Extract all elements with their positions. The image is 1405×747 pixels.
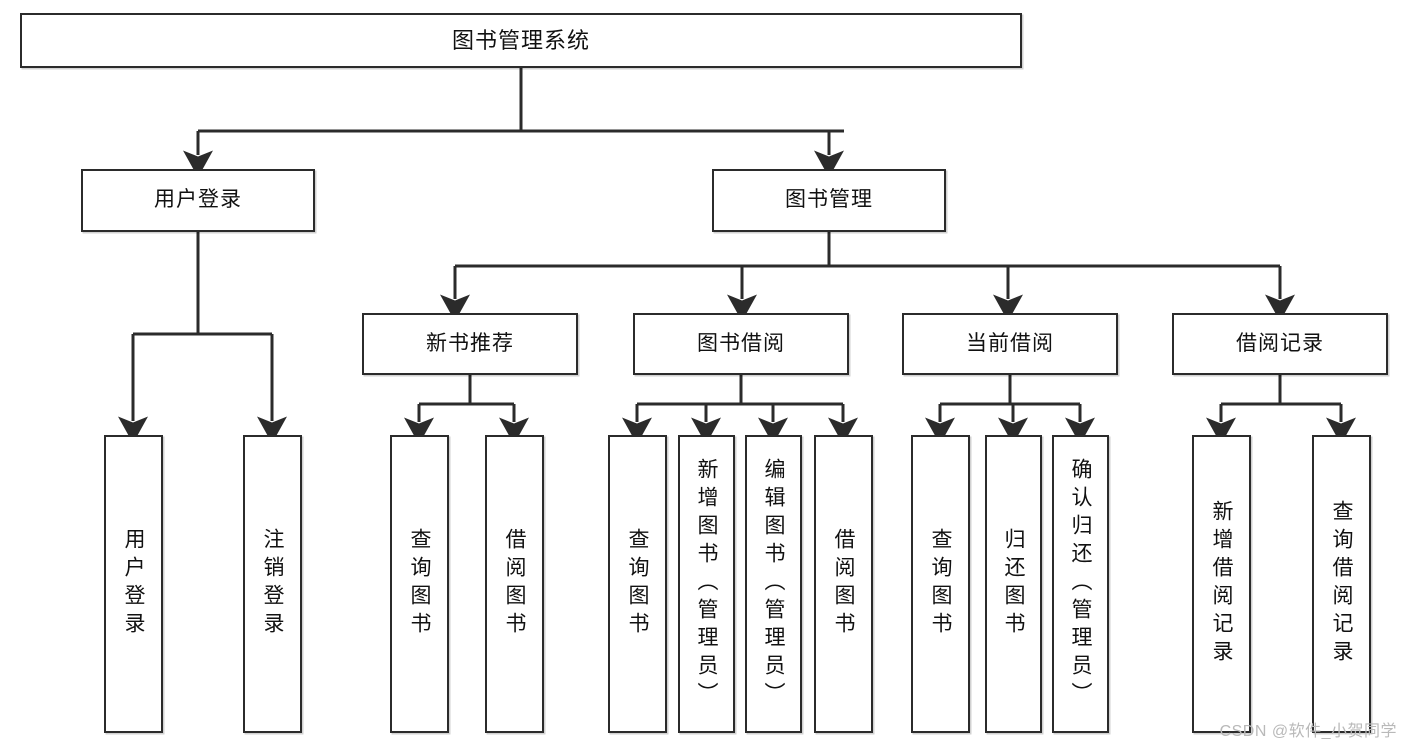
node-leaf-borrow-book-2[interactable]: 借阅图书	[814, 435, 873, 733]
node-user-login-label: 用户登录	[154, 188, 242, 212]
node-leaf-borrow-book-1[interactable]: 借阅图书	[485, 435, 544, 733]
node-leaf-user-login[interactable]: 用户登录	[104, 435, 163, 733]
node-current-borrow[interactable]: 当前借阅	[902, 313, 1118, 375]
node-root[interactable]: 图书管理系统	[20, 13, 1022, 68]
node-leaf-add-record[interactable]: 新增借阅记录	[1192, 435, 1251, 733]
node-book-borrow[interactable]: 图书借阅	[633, 313, 849, 375]
node-leaf-borrow-book-2-label: 借阅图书	[832, 528, 855, 640]
node-leaf-return-book-label: 归还图书	[1002, 528, 1025, 640]
node-borrow-record-label: 借阅记录	[1236, 331, 1324, 355]
node-leaf-logout[interactable]: 注销登录	[243, 435, 302, 733]
node-leaf-query-book-3-label: 查询图书	[929, 528, 952, 640]
node-leaf-query-book-3[interactable]: 查询图书	[911, 435, 970, 733]
node-leaf-edit-book-label: 编辑图书（管理员）	[762, 458, 785, 710]
node-leaf-add-book-label: 新增图书（管理员）	[695, 458, 718, 710]
node-user-login[interactable]: 用户登录	[81, 169, 315, 232]
node-leaf-query-record-label: 查询借阅记录	[1330, 500, 1353, 668]
node-leaf-query-record[interactable]: 查询借阅记录	[1312, 435, 1371, 733]
node-book-borrow-label: 图书借阅	[697, 331, 785, 355]
watermark: CSDN @软件_小贺同学	[1219, 723, 1397, 740]
node-borrow-record[interactable]: 借阅记录	[1172, 313, 1388, 375]
node-leaf-logout-label: 注销登录	[261, 528, 284, 640]
node-new-book-recommend[interactable]: 新书推荐	[362, 313, 578, 375]
node-leaf-confirm-return-label: 确认归还（管理员）	[1069, 458, 1092, 710]
node-book-manage[interactable]: 图书管理	[712, 169, 946, 232]
node-leaf-borrow-book-1-label: 借阅图书	[503, 528, 526, 640]
node-leaf-query-book-2[interactable]: 查询图书	[608, 435, 667, 733]
node-leaf-user-login-label: 用户登录	[122, 528, 145, 640]
node-new-book-recommend-label: 新书推荐	[426, 331, 514, 355]
node-leaf-return-book[interactable]: 归还图书	[985, 435, 1042, 733]
node-leaf-query-book-1[interactable]: 查询图书	[390, 435, 449, 733]
node-leaf-add-record-label: 新增借阅记录	[1210, 500, 1233, 668]
node-root-label: 图书管理系统	[451, 27, 590, 53]
node-book-manage-label: 图书管理	[785, 188, 873, 212]
node-leaf-confirm-return[interactable]: 确认归还（管理员）	[1052, 435, 1109, 733]
node-leaf-add-book[interactable]: 新增图书（管理员）	[678, 435, 735, 733]
node-leaf-query-book-1-label: 查询图书	[408, 528, 431, 640]
node-current-borrow-label: 当前借阅	[966, 331, 1054, 355]
node-leaf-edit-book[interactable]: 编辑图书（管理员）	[745, 435, 802, 733]
node-leaf-query-book-2-label: 查询图书	[626, 528, 649, 640]
